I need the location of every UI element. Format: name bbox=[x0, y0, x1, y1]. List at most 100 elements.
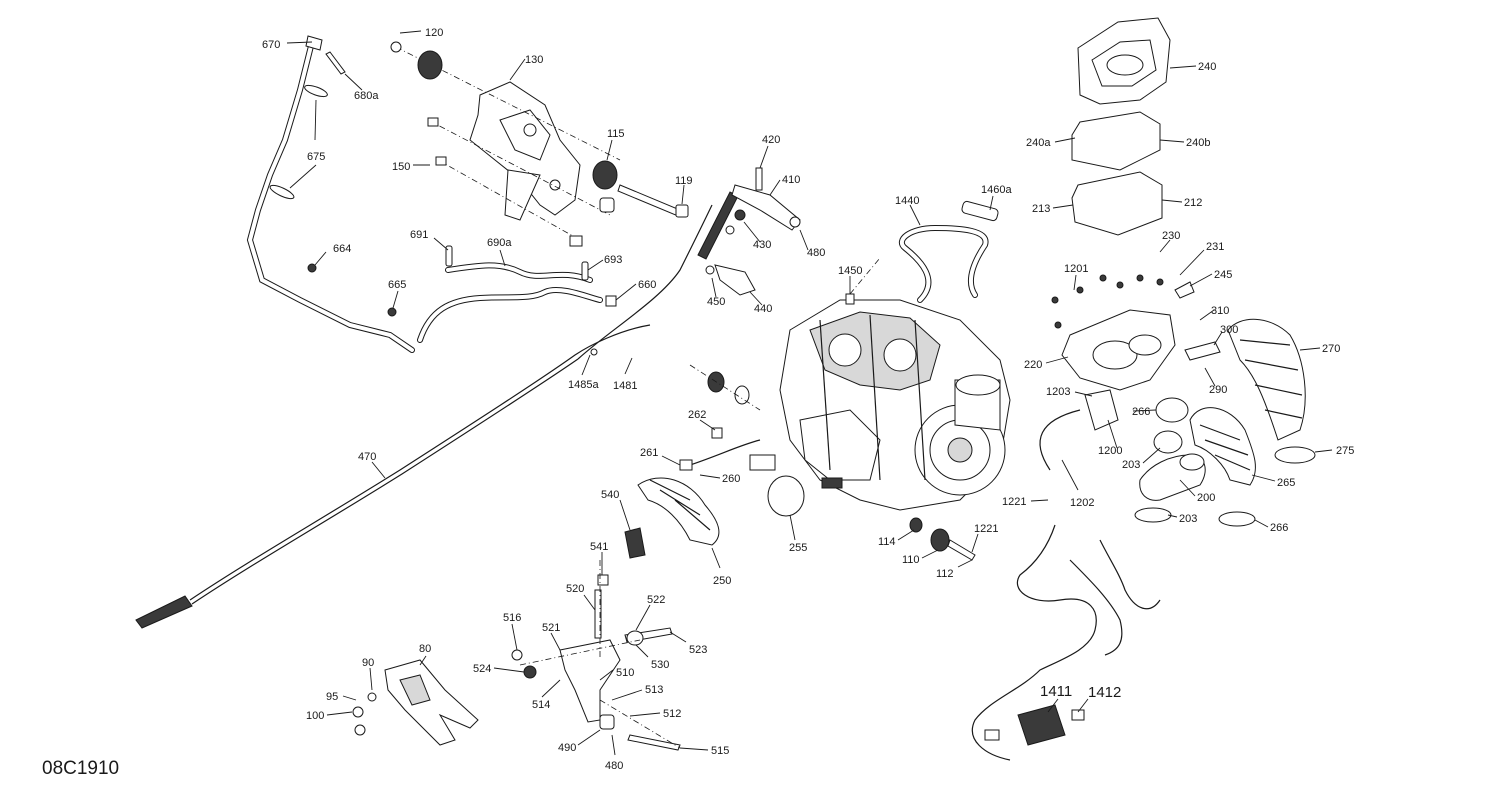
callout-203-lower: 203 bbox=[1179, 513, 1197, 525]
callout-80: 80 bbox=[419, 643, 431, 655]
duct-270 bbox=[1227, 318, 1306, 441]
callout-420: 420 bbox=[762, 134, 780, 146]
callout-510: 510 bbox=[616, 667, 634, 679]
callout-115: 115 bbox=[607, 128, 625, 140]
callout-200: 200 bbox=[1197, 492, 1215, 504]
callout-255: 255 bbox=[789, 542, 807, 554]
callout-120: 120 bbox=[425, 27, 443, 39]
callout-213: 213 bbox=[1032, 203, 1050, 215]
callout-513: 513 bbox=[645, 684, 663, 696]
callout-300: 300 bbox=[1220, 324, 1238, 336]
callout-516: 516 bbox=[503, 612, 521, 624]
callout-262: 262 bbox=[688, 409, 706, 421]
callout-270: 270 bbox=[1322, 343, 1340, 355]
pulley-110 bbox=[689, 364, 976, 561]
callout-220: 220 bbox=[1024, 359, 1042, 371]
callout-261: 261 bbox=[640, 447, 658, 459]
callout-1450: 1450 bbox=[838, 265, 862, 277]
callout-440: 440 bbox=[754, 303, 772, 315]
hose-690a bbox=[307, 245, 617, 343]
callout-266-lower: 266 bbox=[1270, 522, 1288, 534]
bracket-130 bbox=[390, 41, 689, 247]
callout-150: 150 bbox=[392, 161, 410, 173]
callout-514: 514 bbox=[532, 699, 550, 711]
callout-100: 100 bbox=[306, 710, 324, 722]
callout-521: 521 bbox=[542, 622, 560, 634]
callout-260: 260 bbox=[722, 473, 740, 485]
callout-522: 522 bbox=[647, 594, 665, 606]
callout-labels: 670 120 130 680a 675 115 150 119 420 410… bbox=[42, 27, 1354, 779]
leader-lines bbox=[286, 30, 1333, 756]
airbox-240 bbox=[1071, 17, 1171, 236]
callout-290: 290 bbox=[1209, 384, 1227, 396]
callout-1481: 1481 bbox=[613, 380, 637, 392]
callout-240b: 240b bbox=[1186, 137, 1210, 149]
diagram-code: 08C1910 bbox=[42, 758, 119, 779]
duct-200 bbox=[1139, 453, 1206, 501]
callout-1201: 1201 bbox=[1064, 263, 1088, 275]
callout-310: 310 bbox=[1211, 305, 1229, 317]
callout-203-upper: 203 bbox=[1122, 459, 1140, 471]
callout-240: 240 bbox=[1198, 61, 1216, 73]
clamps bbox=[767, 397, 1316, 527]
linkage-510 bbox=[511, 527, 681, 751]
callout-1221-right: 1221 bbox=[1002, 496, 1026, 508]
callout-90: 90 bbox=[362, 657, 374, 669]
callout-524: 524 bbox=[473, 663, 491, 675]
callout-520: 520 bbox=[566, 583, 584, 595]
bracket-410 bbox=[705, 167, 801, 296]
engine-assembly bbox=[779, 299, 1011, 511]
callout-515: 515 bbox=[711, 745, 729, 757]
callout-450: 450 bbox=[707, 296, 725, 308]
callout-1202: 1202 bbox=[1070, 497, 1094, 509]
callout-266-upper: 266 bbox=[1132, 406, 1150, 418]
callout-275: 275 bbox=[1336, 445, 1354, 457]
intake-220 bbox=[1039, 274, 1221, 471]
callout-110: 110 bbox=[902, 554, 920, 566]
callout-1221-center: 1221 bbox=[974, 523, 998, 535]
callout-1440: 1440 bbox=[895, 195, 919, 207]
callout-530: 530 bbox=[651, 659, 669, 671]
callout-664: 664 bbox=[333, 243, 351, 255]
callout-1411: 1411 bbox=[1040, 683, 1072, 700]
duct-250 bbox=[637, 427, 776, 546]
callout-265: 265 bbox=[1277, 477, 1295, 489]
callout-410: 410 bbox=[782, 174, 800, 186]
callout-541: 541 bbox=[590, 541, 608, 553]
callout-130: 130 bbox=[525, 54, 543, 66]
pulley-120 bbox=[390, 41, 443, 80]
callout-540: 540 bbox=[601, 489, 619, 501]
callout-480-bottom: 480 bbox=[605, 760, 623, 772]
callout-665: 665 bbox=[388, 279, 406, 291]
pedal-80 bbox=[352, 659, 479, 746]
callout-670: 670 bbox=[262, 39, 280, 51]
callout-1200: 1200 bbox=[1098, 445, 1122, 457]
callout-112: 112 bbox=[936, 568, 954, 580]
callout-95: 95 bbox=[326, 691, 338, 703]
callout-1460a: 1460a bbox=[981, 184, 1012, 196]
pulley-115 bbox=[592, 160, 618, 213]
callout-1412: 1412 bbox=[1088, 684, 1121, 701]
callout-1485a: 1485a bbox=[568, 379, 599, 391]
callout-480-top: 480 bbox=[807, 247, 825, 259]
duct-265 bbox=[1189, 407, 1256, 486]
callout-660: 660 bbox=[638, 279, 656, 291]
callout-250: 250 bbox=[713, 575, 731, 587]
callout-240a: 240a bbox=[1026, 137, 1051, 149]
callout-119: 119 bbox=[675, 175, 693, 187]
callout-675: 675 bbox=[307, 151, 325, 163]
hose-1440 bbox=[845, 200, 999, 305]
callout-691: 691 bbox=[410, 229, 428, 241]
callout-430: 430 bbox=[753, 239, 771, 251]
callout-490: 490 bbox=[558, 742, 576, 754]
cable-470 bbox=[135, 191, 739, 629]
wire-harness bbox=[971, 524, 1161, 761]
callout-512: 512 bbox=[663, 708, 681, 720]
callout-470: 470 bbox=[358, 451, 376, 463]
callout-523: 523 bbox=[689, 644, 707, 656]
callout-1203: 1203 bbox=[1046, 386, 1070, 398]
cable-670-assembly bbox=[246, 35, 415, 353]
callout-245: 245 bbox=[1214, 269, 1232, 281]
callout-114: 114 bbox=[878, 536, 896, 548]
